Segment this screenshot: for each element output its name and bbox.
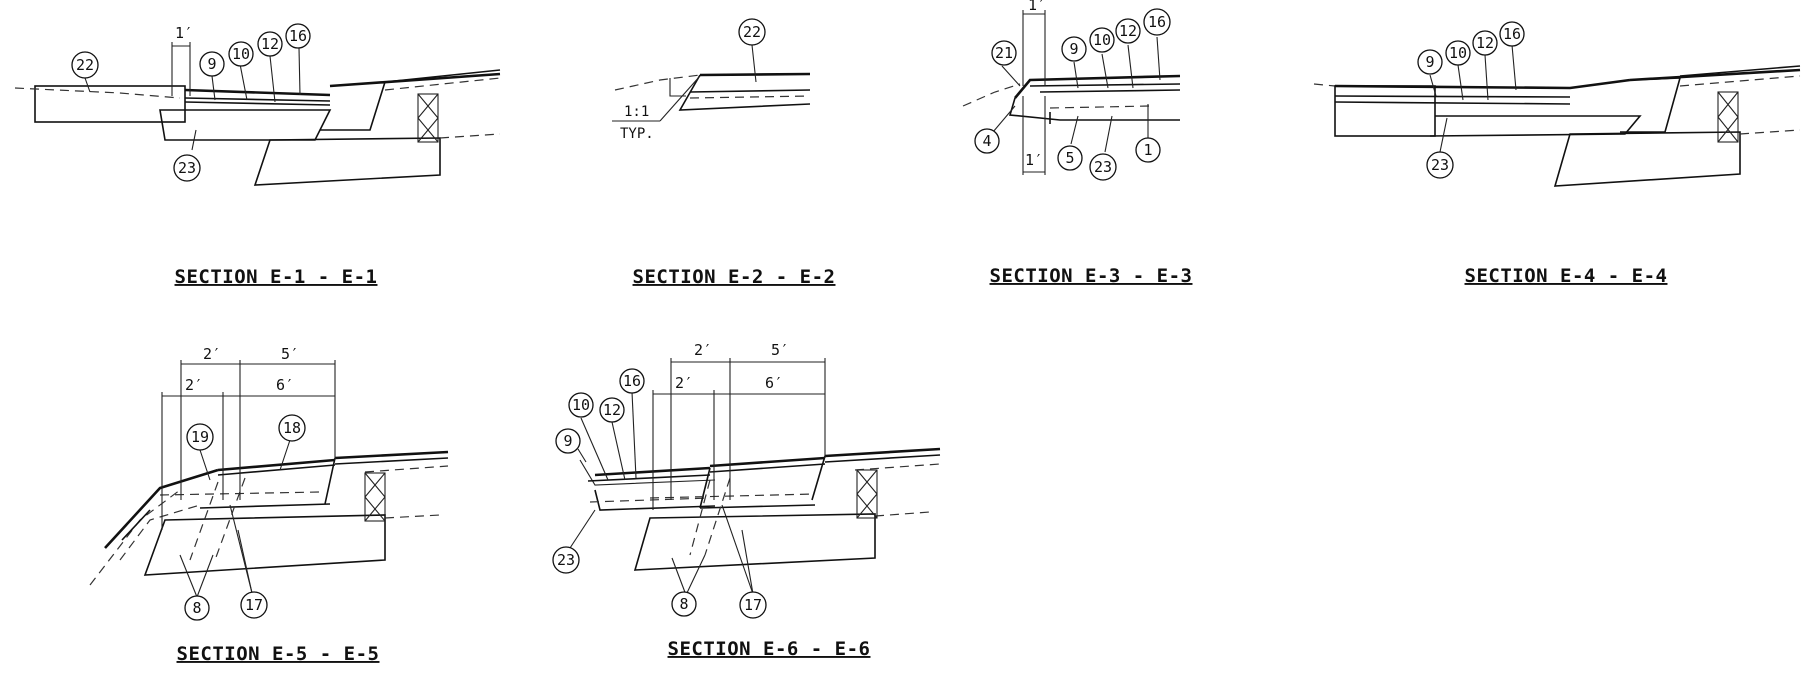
svg-text:19: 19 [191, 428, 209, 446]
section-e5: 2′ 5′ 2′ 6′ 19 18 8 17 SECTION E-5 - E-5 [89, 345, 449, 665]
svg-text:22: 22 [76, 56, 94, 74]
section-e5-callout-8: 8 [184, 595, 210, 621]
section-e1-callout-12: 12 [257, 31, 283, 57]
svg-text:23: 23 [557, 551, 575, 569]
svg-text:23: 23 [178, 159, 196, 177]
svg-text:8: 8 [679, 595, 688, 613]
section-e3-dim-top: 1′ [1028, 0, 1046, 14]
section-e3-callout-9: 9 [1061, 36, 1087, 62]
section-e4: 9 10 12 16 23 SECTION E-4 - E-4 [1313, 21, 1801, 287]
section-e4-callout-9: 9 [1417, 49, 1443, 75]
section-e3-callout-16: 16 [1143, 8, 1171, 36]
section-e5-linework [89, 360, 449, 598]
svg-text:4: 4 [982, 132, 991, 150]
section-e2: 22 1:1 TYP. SECTION E-2 - E-2 [612, 18, 836, 288]
svg-text:10: 10 [1093, 31, 1111, 49]
section-e3-title: SECTION E-3 - E-3 [990, 265, 1193, 287]
section-e6-callout-23: 23 [552, 546, 580, 574]
svg-text:16: 16 [623, 372, 641, 390]
section-e1: 1′ 22 9 10 12 16 23 SECTION E-1 - E-1 [14, 23, 501, 288]
svg-text:16: 16 [1503, 25, 1521, 43]
svg-text:10: 10 [1449, 44, 1467, 62]
section-e6: 2′ 5′ 2′ 6′ 10 12 16 9 23 8 17 [552, 341, 941, 660]
section-e2-slope-note: 1:1 [624, 104, 649, 120]
section-e5-callout-18: 18 [278, 414, 306, 442]
svg-text:12: 12 [261, 35, 279, 53]
section-e6-dim-bottom-2ft: 2′ [675, 374, 693, 392]
section-e4-callout-16: 16 [1499, 21, 1525, 47]
section-e1-linework [14, 42, 501, 186]
svg-text:18: 18 [283, 419, 301, 437]
section-e1-callout-9: 9 [199, 51, 225, 77]
section-e4-title: SECTION E-4 - E-4 [1465, 265, 1668, 287]
svg-text:1: 1 [1143, 141, 1152, 159]
section-e6-callout-8: 8 [671, 591, 697, 617]
section-e1-callout-22: 22 [71, 51, 99, 79]
section-e3-callout-1: 1 [1135, 137, 1161, 163]
section-e4-callout-10: 10 [1445, 40, 1471, 66]
section-e6-title: SECTION E-6 - E-6 [668, 638, 871, 660]
section-e5-dim-top-2ft: 2′ [203, 345, 221, 363]
svg-text:12: 12 [603, 401, 621, 419]
section-e5-title: SECTION E-5 - E-5 [177, 643, 380, 665]
section-e4-callout-23: 23 [1426, 151, 1454, 179]
section-e5-callout-19: 19 [186, 423, 214, 451]
section-e1-title: SECTION E-1 - E-1 [175, 266, 378, 288]
section-e1-callout-10: 10 [228, 41, 254, 67]
section-e2-callout-22: 22 [738, 18, 766, 46]
svg-text:23: 23 [1094, 158, 1112, 176]
section-e2-linework [612, 44, 811, 122]
section-e3-linework [962, 10, 1181, 175]
section-e4-callout-12: 12 [1472, 30, 1498, 56]
section-e6-callout-12: 12 [599, 397, 625, 423]
section-e6-callout-17: 17 [739, 591, 767, 619]
svg-text:21: 21 [995, 44, 1013, 62]
section-e5-dim-top-5ft: 5′ [281, 345, 299, 363]
svg-text:23: 23 [1431, 156, 1449, 174]
section-e3-callout-4: 4 [974, 128, 1000, 154]
section-e5-callout-17: 17 [240, 591, 268, 619]
section-e3-callout-21: 21 [991, 40, 1017, 66]
section-e1-callout-23: 23 [173, 154, 201, 182]
svg-text:22: 22 [743, 23, 761, 41]
section-e5-dim-bottom-2ft: 2′ [185, 376, 203, 394]
section-e3-callout-23: 23 [1089, 153, 1117, 181]
svg-text:10: 10 [572, 396, 590, 414]
svg-text:10: 10 [232, 45, 250, 63]
svg-text:9: 9 [207, 55, 216, 73]
svg-text:16: 16 [1148, 13, 1166, 31]
section-e6-linework [569, 358, 941, 596]
section-e6-callout-9: 9 [555, 428, 581, 454]
section-e6-dim-bottom-6ft: 6′ [765, 374, 783, 392]
section-e6-callout-10: 10 [568, 392, 594, 418]
section-e3-callout-5: 5 [1057, 145, 1083, 171]
section-e3-callout-12: 12 [1115, 18, 1141, 44]
section-e3-dim-bottom: 1′ [1025, 151, 1043, 169]
section-e1-dim-1ft: 1′ [175, 24, 193, 42]
section-e6-dim-top-5ft: 5′ [771, 341, 789, 359]
section-e5-dim-bottom-6ft: 6′ [276, 376, 294, 394]
svg-text:9: 9 [563, 432, 572, 450]
svg-text:9: 9 [1425, 53, 1434, 71]
section-e2-typ-note: TYP. [620, 126, 654, 142]
svg-text:12: 12 [1119, 22, 1137, 40]
section-e1-callout-16: 16 [285, 23, 311, 49]
section-e4-linework [1313, 44, 1801, 187]
svg-text:17: 17 [245, 596, 263, 614]
svg-text:8: 8 [192, 599, 201, 617]
section-e6-callout-16: 16 [619, 368, 645, 394]
section-e2-title: SECTION E-2 - E-2 [633, 266, 836, 288]
section-e6-dim-top-2ft: 2′ [694, 341, 712, 359]
section-e3: 1′ 1′ 21 9 10 12 16 4 5 [962, 0, 1193, 287]
section-e3-callout-10: 10 [1089, 27, 1115, 53]
svg-text:9: 9 [1069, 40, 1078, 58]
svg-text:16: 16 [289, 27, 307, 45]
svg-text:5: 5 [1065, 149, 1074, 167]
svg-text:12: 12 [1476, 34, 1494, 52]
svg-text:17: 17 [744, 596, 762, 614]
